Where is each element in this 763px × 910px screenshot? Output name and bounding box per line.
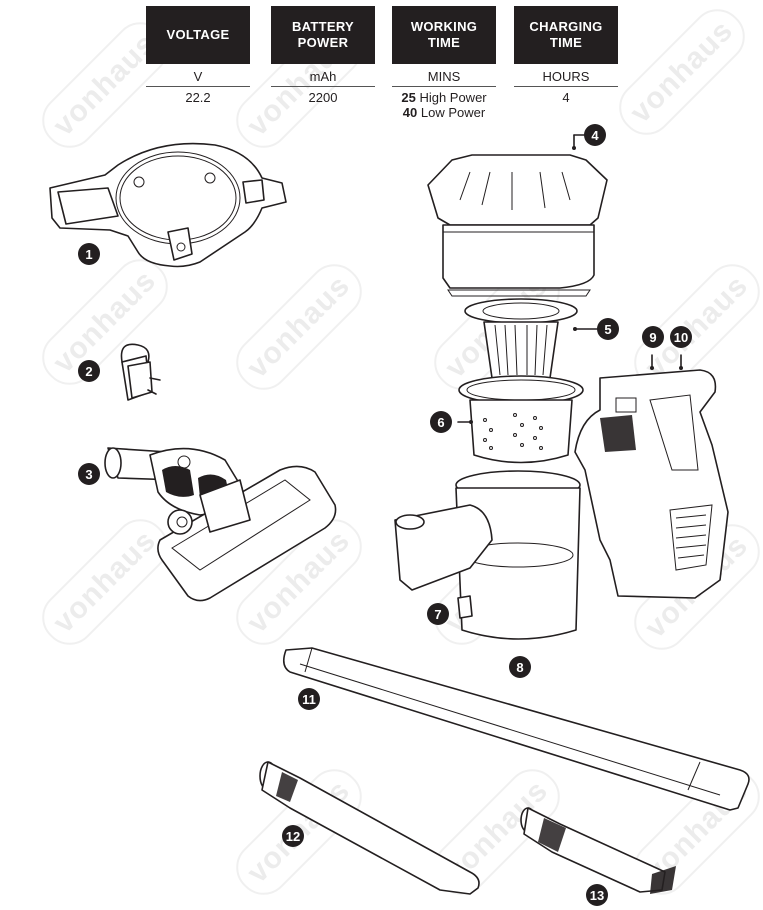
callout-12: 12 bbox=[282, 825, 304, 847]
hepa-filter-illustration bbox=[464, 298, 598, 379]
callout-1: 1 bbox=[78, 243, 100, 265]
spec-value: 25 High Power 40 Low Power bbox=[401, 90, 487, 120]
callout-4: 4 bbox=[584, 124, 606, 146]
spec-value: 2200 bbox=[308, 90, 338, 105]
main-body-illustration bbox=[394, 354, 729, 640]
charger-illustration bbox=[120, 343, 161, 401]
callout-13: 13 bbox=[586, 884, 608, 906]
callout-5: 5 bbox=[597, 318, 619, 340]
callout-10: 10 bbox=[670, 326, 692, 348]
spec-unit: MINS bbox=[392, 68, 496, 87]
spec-voltage: VOLTAGE V 22.2 bbox=[146, 6, 250, 105]
cyclone-cover-illustration bbox=[427, 134, 608, 297]
spec-value: 22.2 bbox=[185, 90, 211, 105]
callout-6: 6 bbox=[430, 411, 452, 433]
callout-7: 7 bbox=[427, 603, 449, 625]
wall-mount-bracket-illustration bbox=[49, 142, 287, 268]
callout-9: 9 bbox=[642, 326, 664, 348]
spec-header: VOLTAGE bbox=[146, 6, 250, 64]
brush-tool-illustration bbox=[520, 807, 676, 894]
callout-8: 8 bbox=[509, 656, 531, 678]
floor-brush-illustration bbox=[104, 447, 337, 602]
spec-unit: mAh bbox=[271, 68, 375, 87]
callout-11: 11 bbox=[298, 688, 320, 710]
extension-tube-illustration bbox=[282, 647, 750, 811]
spec-value: 4 bbox=[562, 90, 570, 105]
spec-unit: HOURS bbox=[514, 68, 618, 87]
spec-unit: V bbox=[146, 68, 250, 87]
crevice-tool-illustration bbox=[259, 761, 480, 895]
callout-3: 3 bbox=[78, 463, 100, 485]
callout-2: 2 bbox=[78, 360, 100, 382]
